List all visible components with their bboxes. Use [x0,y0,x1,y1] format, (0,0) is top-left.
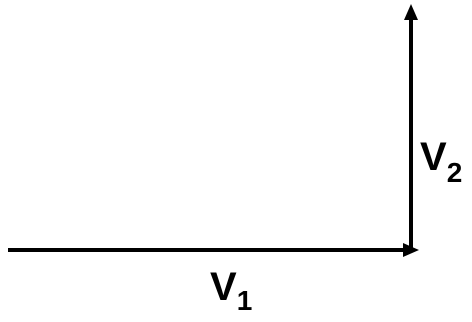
vector-v2-label-subscript: 2 [447,157,463,188]
vector-v1-label: V1 [210,265,252,316]
vector-v2-label-main: V [420,135,447,179]
vector-v1-label-subscript: 1 [237,285,253,316]
vector-v2 [404,4,418,252]
vector-v2-label: V2 [420,135,462,188]
vector-v2-arrowhead [404,4,418,20]
vector-v1-label-main: V [210,265,237,309]
vector-v1 [8,243,419,257]
